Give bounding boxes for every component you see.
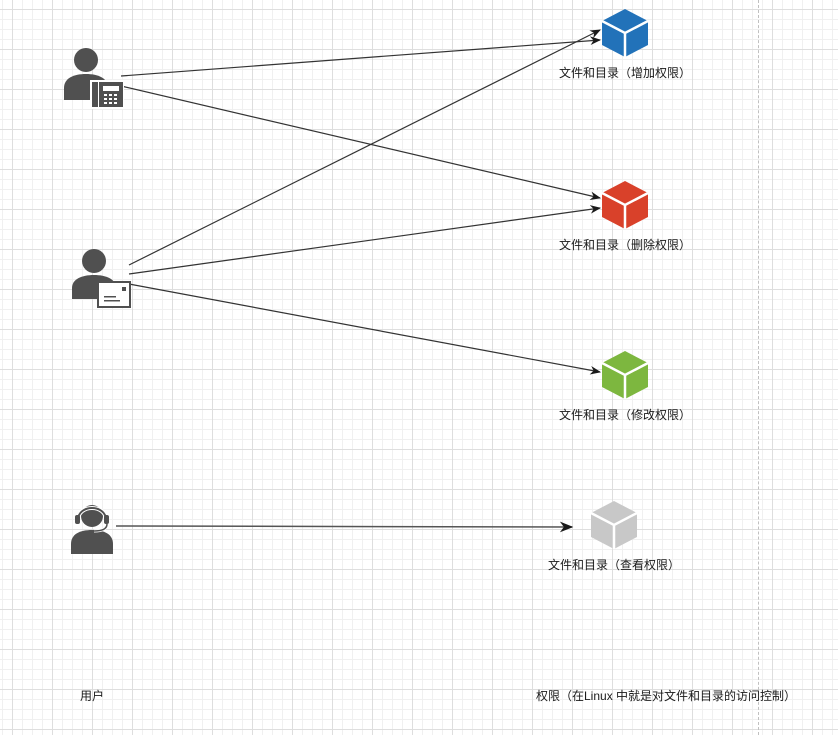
edge-phone-to-add[interactable] bbox=[120, 36, 602, 77]
phone-icon bbox=[90, 80, 124, 109]
permission-label-modify: 文件和目录（修改权限） bbox=[558, 408, 692, 422]
mail-icon bbox=[97, 281, 131, 308]
edge-mail-to-modify[interactable] bbox=[128, 283, 602, 375]
cube-icon-add[interactable] bbox=[601, 9, 649, 57]
user-with-headset-icon[interactable] bbox=[71, 505, 113, 554]
user-with-mail-icon[interactable] bbox=[72, 249, 131, 308]
permission-label-view: 文件和目录（查看权限） bbox=[547, 558, 681, 572]
edge-phone-to-delete[interactable] bbox=[120, 85, 602, 200]
permission-label-add: 文件和目录（增加权限） bbox=[558, 66, 692, 80]
permission-label-delete: 文件和目录（删除权限） bbox=[558, 238, 692, 252]
cube-icon-view[interactable] bbox=[590, 501, 638, 549]
page-break-line bbox=[758, 0, 759, 735]
permissions-column-label: 权限（在Linux 中就是对文件和目录的访问控制） bbox=[536, 689, 797, 703]
cube-icon-modify[interactable] bbox=[601, 351, 649, 399]
user-with-phone-icon[interactable] bbox=[64, 48, 124, 109]
users-column-label: 用户 bbox=[80, 689, 105, 703]
edge-support-to-view[interactable] bbox=[115, 521, 574, 533]
edge-mail-to-add[interactable] bbox=[128, 29, 601, 266]
edge-mail-to-delete[interactable] bbox=[128, 205, 602, 275]
cube-icon-delete[interactable] bbox=[601, 181, 649, 229]
